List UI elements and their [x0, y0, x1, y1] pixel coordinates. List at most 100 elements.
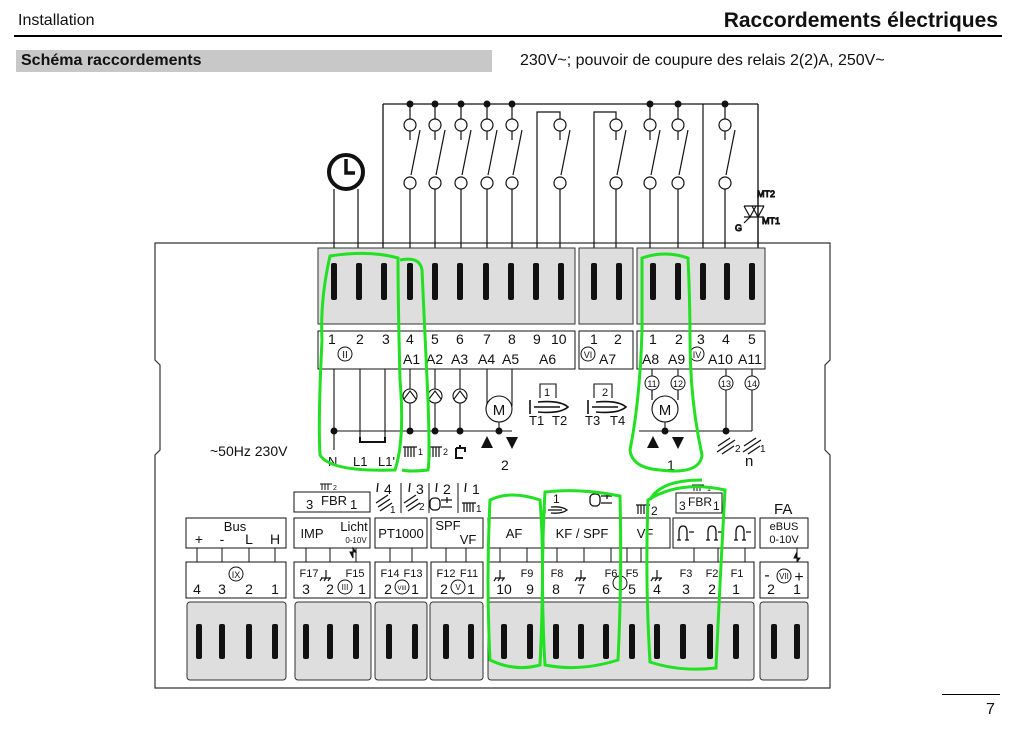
- term-a-9: 9: [533, 331, 541, 347]
- signal-n: N: [328, 454, 337, 469]
- roman-ix-badge: [228, 566, 244, 582]
- relay-contact: [609, 118, 627, 248]
- connector-pin: [331, 263, 337, 300]
- terminal-box-III: [293, 561, 371, 599]
- relay-contact: [403, 100, 421, 248]
- term-vi-1: 1: [590, 331, 598, 347]
- svg-text:3: 3: [306, 497, 313, 512]
- connector-pin: [700, 263, 706, 300]
- imp-label: IMP: [300, 526, 323, 541]
- pt1000-box: [374, 517, 428, 549]
- term-a-4: 4: [406, 331, 414, 347]
- relay-a6-feed: [536, 111, 561, 248]
- relay-a7-feed: [593, 111, 617, 248]
- connector-pin: [483, 263, 489, 300]
- term-ii-3: 3: [382, 331, 390, 347]
- term-a-8: 8: [508, 331, 516, 347]
- term-v-1: 1: [467, 581, 475, 597]
- top-output-labels: A1 A2 A3 A4 A5 A6 A7 A8 A9 A10 A11: [403, 351, 762, 367]
- func-f14: F14: [381, 568, 400, 580]
- term-i-7: 7: [577, 581, 585, 597]
- connector-pin: [508, 263, 514, 300]
- signal-l1-prime: L1': [378, 454, 395, 469]
- func-f1: F1: [731, 568, 744, 580]
- connector-pin: [381, 263, 387, 300]
- svg-text:1: 1: [713, 499, 720, 513]
- output-a1: A1: [403, 351, 420, 367]
- svg-text:2: 2: [333, 485, 337, 492]
- ground-icon-10: [493, 570, 505, 582]
- svg-text:2: 2: [419, 502, 425, 513]
- connector-pin: [457, 263, 463, 300]
- power-label: ~50Hz 230V: [210, 443, 288, 459]
- roman-v-text: V: [455, 583, 461, 592]
- spf-vf-box: [430, 517, 484, 549]
- connector-pin: [680, 624, 686, 659]
- term-i-8: 8: [552, 581, 560, 597]
- term-ix-3: 3: [218, 581, 226, 597]
- connector-pin: [412, 624, 418, 659]
- func-f15: F15: [346, 568, 365, 580]
- func-f3: F3: [680, 568, 693, 580]
- roman-iii-badge: [337, 579, 353, 595]
- term-ix-1: 1: [271, 581, 279, 597]
- top-connector-2: [578, 247, 634, 325]
- svg-text:4: 4: [384, 481, 392, 497]
- svg-text:1: 1: [472, 481, 480, 497]
- svg-text:2: 2: [443, 447, 448, 457]
- bus-pin-0: +: [195, 531, 203, 547]
- svg-text:FBR: FBR: [688, 495, 712, 509]
- connector-pin: [432, 263, 438, 300]
- term-i-1: 1: [732, 581, 740, 597]
- term-viii-1: 1: [411, 581, 419, 597]
- connector-pin: [527, 624, 533, 659]
- roman-viii-badge: [394, 579, 410, 595]
- svg-text:IV: IV: [693, 350, 702, 360]
- spf-label: SPF: [435, 518, 460, 533]
- func-f6: F6: [605, 568, 618, 580]
- svg-text:II: II: [342, 350, 348, 361]
- svg-text:12: 12: [673, 379, 683, 389]
- pump-output-icon: [734, 525, 751, 541]
- highlight-marks: [317, 251, 727, 671]
- connector-pin: [771, 624, 777, 659]
- licht-label: Licht: [340, 519, 368, 534]
- term-ix-4: 4: [193, 581, 201, 597]
- pt1000-label: PT1000: [378, 526, 424, 541]
- ebus-label: eBUS: [770, 521, 799, 533]
- solar-icons: 2 1 n: [716, 437, 766, 470]
- output-a4: A4: [478, 351, 495, 367]
- svg-text:2: 2: [651, 504, 658, 518]
- term-iii-3: 3: [302, 581, 310, 597]
- bus-pin-1: -: [220, 531, 225, 547]
- ground-icon: [319, 570, 331, 582]
- output-a6: A6: [539, 351, 556, 367]
- bottom-connector-IX: [186, 601, 287, 681]
- connector-pin: [533, 263, 539, 300]
- connector-pin: [246, 624, 252, 659]
- output-a8: A8: [642, 351, 659, 367]
- svg-text:1: 1: [350, 497, 357, 512]
- svg-text:2: 2: [735, 444, 741, 455]
- term-a-10: 10: [551, 331, 567, 347]
- bottom-connector-VIII: [374, 601, 428, 681]
- vf-hc2-icon: 2: [636, 504, 658, 518]
- af-label: AF: [506, 526, 523, 541]
- header-section: Installation: [18, 12, 95, 29]
- term-vii-2: 2: [767, 581, 775, 597]
- term-iv-2: 2: [675, 331, 683, 347]
- terminal-box-VII: [759, 561, 809, 599]
- func-f12: F12: [437, 568, 456, 580]
- ground-icon-7: [574, 570, 586, 582]
- connector-pin: [468, 624, 474, 659]
- top-label-box-1: [317, 330, 576, 370]
- term-iii-2: 2: [326, 581, 334, 597]
- svg-text:2: 2: [501, 457, 509, 473]
- junction-dots: [330, 427, 730, 435]
- page-title: Raccordements électriques: [723, 9, 998, 32]
- roman-iii-text: III: [342, 583, 349, 592]
- clock-timer-icon: [327, 153, 365, 248]
- func-f17: F17: [300, 568, 319, 580]
- triac-mt1-label: MT1: [762, 216, 780, 226]
